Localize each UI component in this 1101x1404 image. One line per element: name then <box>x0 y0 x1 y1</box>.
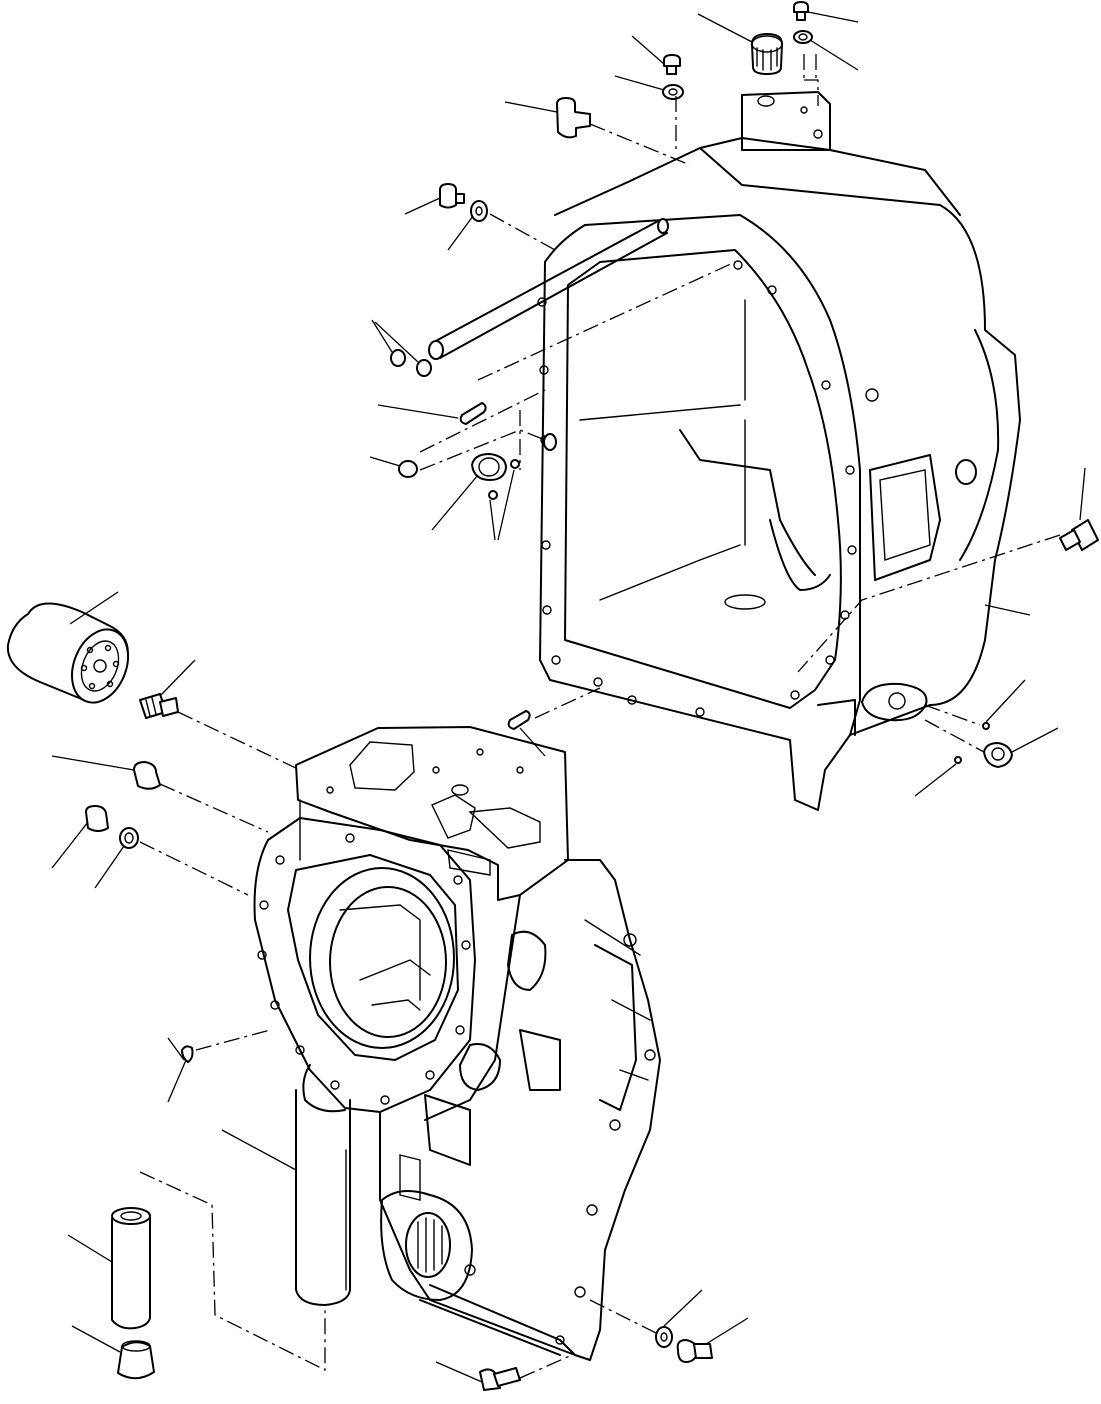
upper-transmission-housing <box>537 91 1021 811</box>
oil-filter <box>6 602 129 704</box>
lower-parts <box>6 602 713 1391</box>
upper-parts <box>390 1 1099 768</box>
sleeve <box>111 1207 151 1330</box>
breather-cap <box>751 33 783 75</box>
leader-lines <box>51 11 1086 1383</box>
assembly-lines <box>139 54 1061 1379</box>
lower-cover-housing <box>253 726 661 1361</box>
